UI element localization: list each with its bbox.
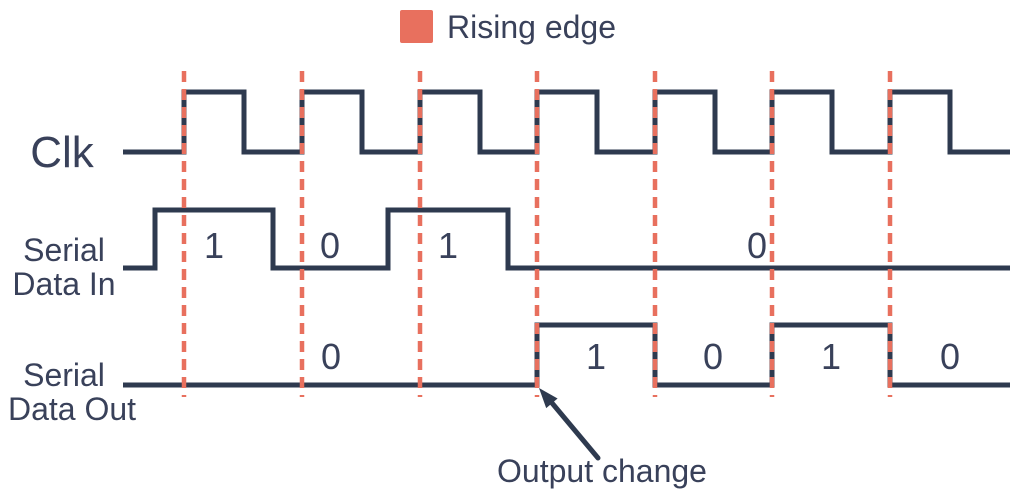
serial-data-out-label-line1: Serial <box>23 357 105 393</box>
data-out-bit-2: 1 <box>586 336 606 377</box>
data-in-bit-4: 0 <box>747 225 767 266</box>
waveforms <box>123 89 1010 388</box>
serial-data-in-label-line1: Serial <box>23 232 105 268</box>
data-out-bit-4: 1 <box>821 336 841 377</box>
annotation-arrowhead-icon <box>539 388 558 409</box>
serial-data-out-waveform <box>123 322 1010 388</box>
serial-data-in-waveform <box>123 207 1010 271</box>
legend: Rising edge <box>400 9 616 45</box>
output-change-label: Output change <box>497 453 707 489</box>
data-out-bit-1: 0 <box>321 336 341 377</box>
data-out-bit-3: 0 <box>703 336 723 377</box>
data-in-bit-2: 0 <box>320 225 340 266</box>
data-in-bit-1: 1 <box>204 225 224 266</box>
serial-data-out-label-line2: Data Out <box>8 391 136 427</box>
rising-edge-swatch-icon <box>400 10 433 43</box>
data-in-bit-3: 1 <box>438 225 458 266</box>
clk-signal-label: Clk <box>30 128 95 177</box>
serial-data-in-bits: 1 0 1 0 <box>204 225 767 266</box>
serial-data-in-label-line2: Data In <box>12 266 115 302</box>
clk-waveform <box>123 89 1010 155</box>
serial-data-out-bits: 0 1 0 1 0 <box>321 336 960 377</box>
annotation-arrow-shaft <box>549 400 601 461</box>
output-change-annotation: Output change <box>497 388 707 489</box>
legend-label: Rising edge <box>447 9 616 45</box>
rising-edge-markers <box>181 71 893 397</box>
signal-labels: Clk Serial Data In Serial Data Out <box>8 128 136 427</box>
data-out-bit-5: 0 <box>940 336 960 377</box>
